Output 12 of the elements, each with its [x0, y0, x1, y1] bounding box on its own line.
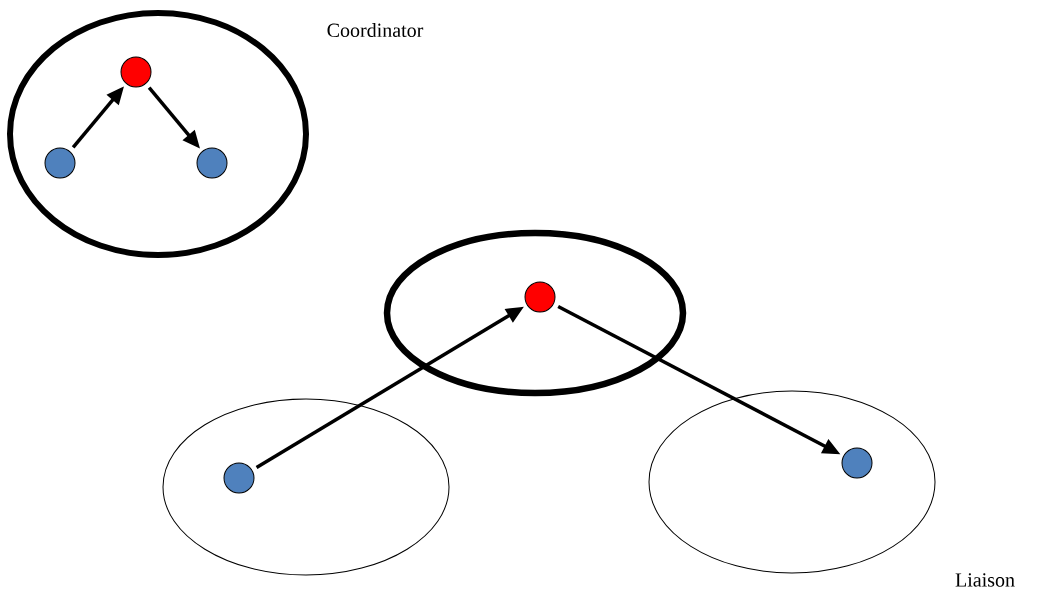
ellipse-outline: [648, 390, 936, 574]
dot: [524, 281, 556, 313]
ellipse-outline: [7, 10, 309, 258]
dot: [223, 462, 255, 494]
dot: [44, 147, 76, 179]
dot: [841, 447, 873, 479]
role-label: Coordinator: [327, 22, 424, 38]
dot: [120, 56, 152, 88]
dot: [196, 147, 228, 179]
ellipse-outline: [162, 398, 450, 576]
role-label: Liaison: [955, 573, 1015, 587]
ellipse-outline: [383, 229, 687, 397]
